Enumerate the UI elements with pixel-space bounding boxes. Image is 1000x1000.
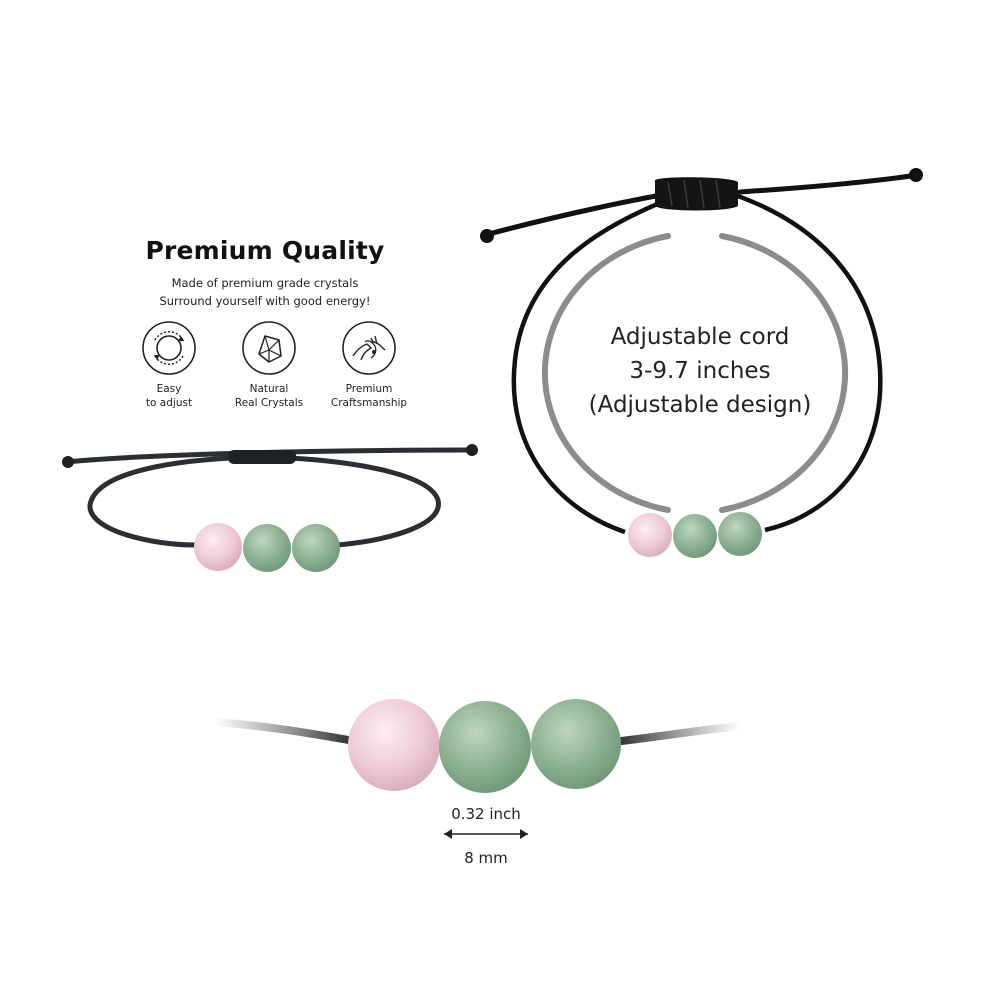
cord-text-line1: Adjustable cord: [610, 324, 790, 350]
cord-text-line2: 3-9.7 inches: [629, 358, 771, 384]
feature-label-line1: Easy: [156, 383, 182, 395]
cord-text-line3: (Adjustable design): [588, 392, 812, 418]
bead-aventurine: [718, 512, 762, 556]
quality-description-line2: Surround yourself with good energy!: [159, 294, 371, 308]
bead-size-mm: 8 mm: [464, 849, 508, 867]
feature-label-line2: to adjust: [145, 397, 193, 409]
bracelet-large: [480, 168, 923, 558]
bead-closeup: [211, 699, 744, 839]
feature-natural-crystals: Natural Real Crystals: [214, 320, 324, 410]
feature-premium-craftsmanship: Premium Craftsmanship: [314, 320, 424, 410]
bead-aventurine-large: [531, 699, 621, 789]
hands-craft-icon: [342, 321, 396, 375]
bead-size-inch: 0.32 inch: [451, 805, 521, 823]
measure-arrow: [444, 829, 528, 839]
feature-easy-adjust: Easy to adjust: [114, 320, 224, 410]
bead-aventurine: [243, 524, 291, 572]
feature-label-line1: Natural: [249, 383, 289, 395]
crystal-icon: [242, 321, 296, 375]
quality-title: Premium Quality: [145, 236, 385, 265]
feature-label-line1: Premium: [345, 383, 393, 395]
feature-label-line2: Real Crystals: [234, 397, 304, 409]
bead-aventurine-large: [439, 701, 531, 793]
quality-description-line1: Made of premium grade crystals: [171, 276, 359, 290]
bead-aventurine: [673, 514, 717, 558]
feature-label-line2: Craftsmanship: [330, 397, 408, 409]
bracelet-small: [62, 444, 478, 572]
bead-rose-quartz: [194, 523, 242, 571]
bead-rose-quartz: [628, 513, 672, 557]
bead-aventurine: [292, 524, 340, 572]
adjust-circle-icon: [142, 321, 196, 375]
bead-rose-quartz-large: [348, 699, 440, 791]
